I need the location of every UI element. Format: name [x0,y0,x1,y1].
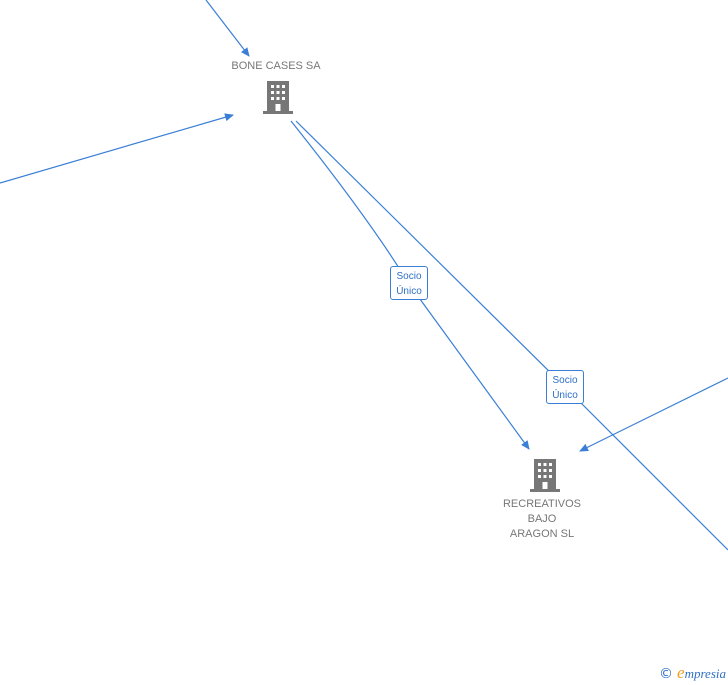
edge-socio-unico-2 [295,120,728,551]
node-label-line: RECREATIVOS [502,498,582,510]
edge-incoming-right [579,377,728,452]
edge-label-line: Único [396,286,422,297]
brand-name: mpresia [684,666,726,681]
edge-label-line: Único [552,390,578,401]
node-label-bone-cases[interactable]: BONE CASES SA [231,60,321,72]
edge-label-line: Socio [396,271,422,282]
edge-label-socio-unico[interactable]: Socio Único [546,370,584,404]
empresia-logo: ©empresia [659,663,726,683]
node-label-recreativos[interactable]: RECREATIVOS BAJO ARAGON SL [492,497,592,542]
edge-label-line: Socio [552,375,578,386]
copyright-icon: © [659,666,674,682]
brand-initial: e [677,663,685,682]
edge-incoming-left [0,113,234,184]
edge-label-socio-unico[interactable]: Socio Único [390,266,428,300]
edge-incoming-top [205,0,250,57]
node-label-line: ARAGON SL [509,528,575,540]
building-icon[interactable] [263,81,293,114]
node-label-line: BAJO [527,513,557,525]
building-icon[interactable] [530,459,560,492]
